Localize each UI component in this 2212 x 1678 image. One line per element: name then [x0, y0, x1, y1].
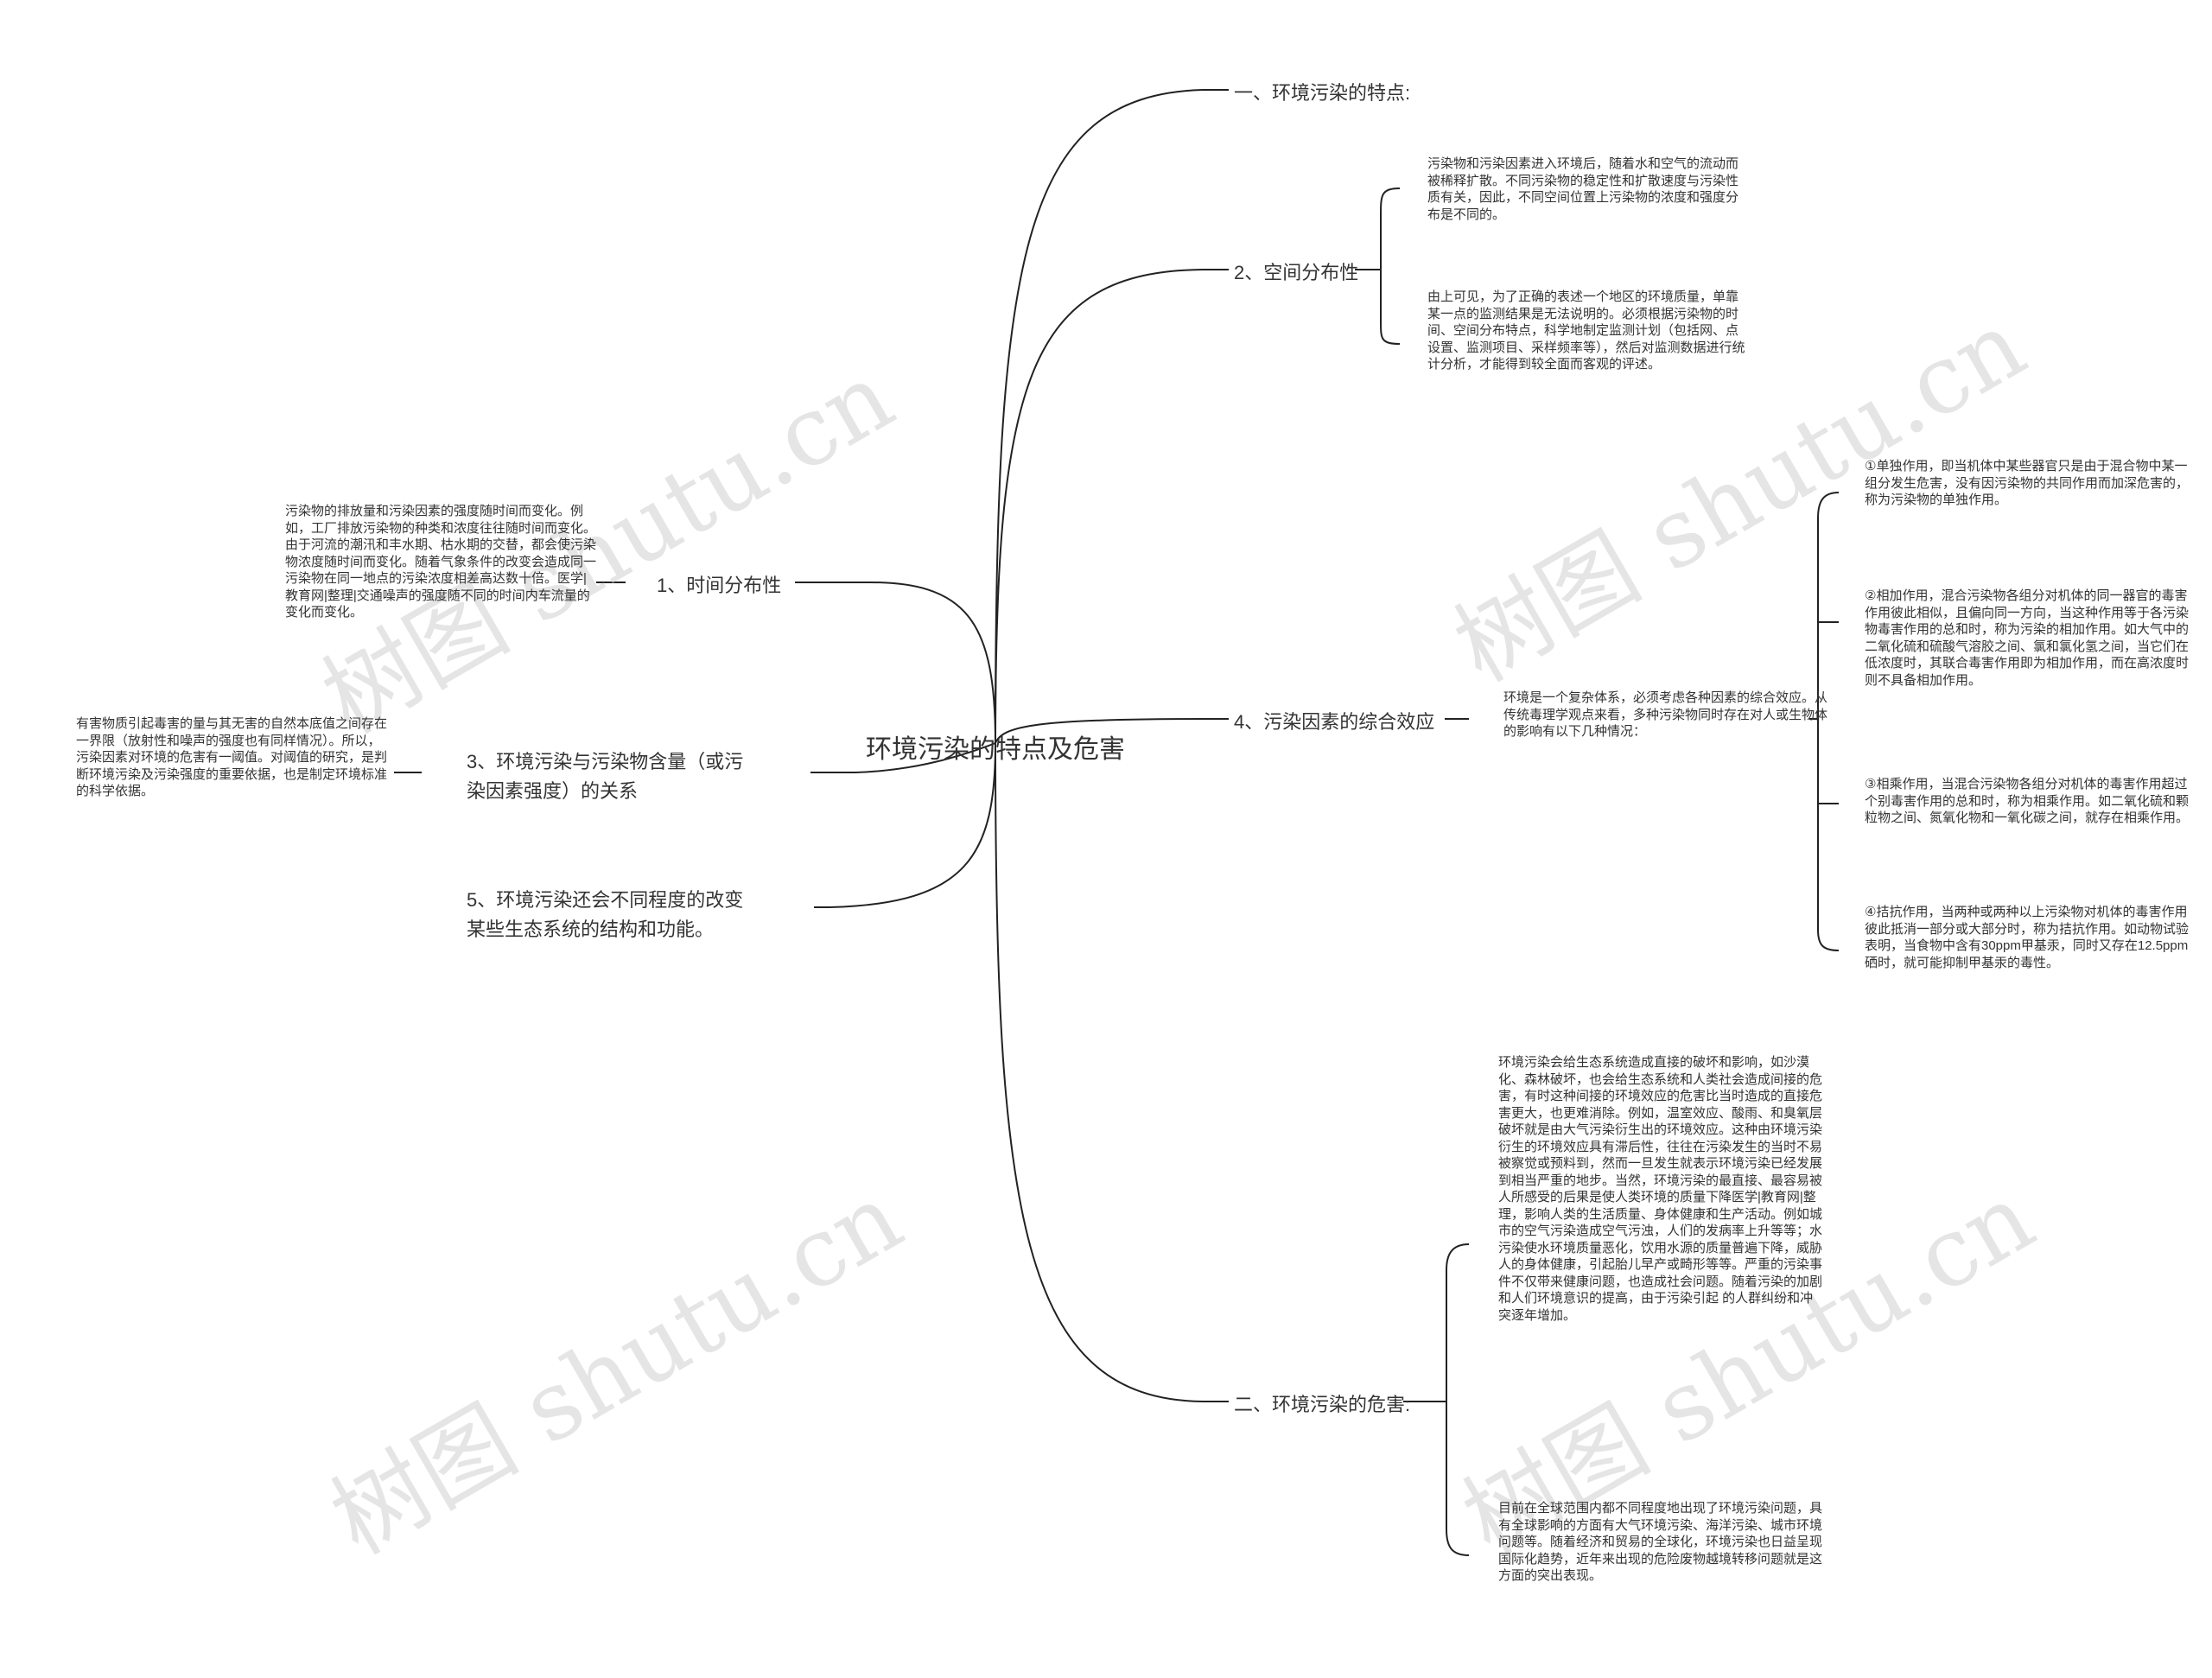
text-antagonistic-action: ④拮抗作用，当两种或两种以上污染物对机体的毒害作用彼此抵消一部分或大部分时，称为… [1865, 905, 2190, 970]
text-hazards-b: 目前在全球范围内都不同程度地出现了环境污染问题，具有全球影响的方面有大气环境污染… [1498, 1501, 1823, 1583]
branch-ecosystem-change-line2[interactable]: 某些生态系统的结构和功能。 [467, 918, 715, 940]
connector-r6-brace [1446, 1243, 1470, 1556]
branch-combined-effect[interactable]: 4、污染因素的综合效应 [1234, 711, 1435, 733]
branch-ecosystem-change-line1[interactable]: 5、环境污染还会不同程度的改变 [467, 889, 744, 911]
text-spatial-b: 由上可见，为了正确的表述一个地区的环境质量，单靠某一点的监测结果是无法说明的。必… [1427, 289, 1745, 372]
text-single-action: ①单独作用，即当机体中某些器官只是由于混合物中某一组分发生危害，没有因污染物的共… [1865, 459, 2190, 507]
text-multiplicative-action: ③相乘作用，当混合污染物各组分对机体的毒害作用超过个别毒害作用的总和时，称为相乘… [1865, 777, 2190, 825]
connector-root-l5 [814, 742, 996, 908]
root-topic[interactable]: 环境污染的特点及危害 [866, 735, 1125, 764]
connector-root-l1 [795, 581, 996, 744]
connector-r4-brace [1817, 492, 1840, 951]
branch-content-relation-line1[interactable]: 3、环境污染与污染物含量（或污 [467, 751, 744, 772]
text-time-distribution: 污染物的排放量和污染因素的强度随时间而变化。例如，工厂排放污染物的种类和浓度往往… [285, 504, 597, 620]
text-content-relation: 有害物质引起毒害的量与其无害的自然本底值之间存在一界限（放射性和噪声的强度也有同… [76, 716, 388, 798]
connector-r2-brace [1380, 188, 1401, 345]
branch-spatial-distribution[interactable]: 2、空间分布性 [1234, 262, 1359, 283]
branch-hazards[interactable]: 二、环境污染的危害: [1234, 1394, 1411, 1415]
connector-root-l3 [810, 742, 996, 773]
connector-root-r1 [995, 89, 1229, 744]
text-spatial-a: 污染物和污染因素进入环境后，随着水和空气的流动而被稀释扩散。不同污染物的稳定性和… [1427, 156, 1739, 222]
branch-content-relation-line2[interactable]: 染因素强度）的关系 [467, 780, 639, 802]
branch-characteristics[interactable]: 一、环境污染的特点: [1234, 82, 1411, 104]
text-hazards-a: 环境污染会给生态系统造成直接的破坏和影响，如沙漠化、森林破坏，也会给生态系统和人… [1498, 1055, 1823, 1323]
branch-time-distribution[interactable]: 1、时间分布性 [657, 575, 782, 596]
connector-root-r4 [995, 718, 1229, 744]
connector-root-r6 [995, 742, 1229, 1402]
connector-root-r2 [995, 269, 1229, 744]
text-combined-effect: 环境是一个复杂体系，必须考虑各种因素的综合效应。从传统毒理学观点来看，多种污染物… [1503, 690, 1828, 739]
text-additive-action: ②相加作用，混合污染物各组分对机体的同一器官的毒害作用彼此相似，且偏向同一方向，… [1865, 588, 2190, 688]
